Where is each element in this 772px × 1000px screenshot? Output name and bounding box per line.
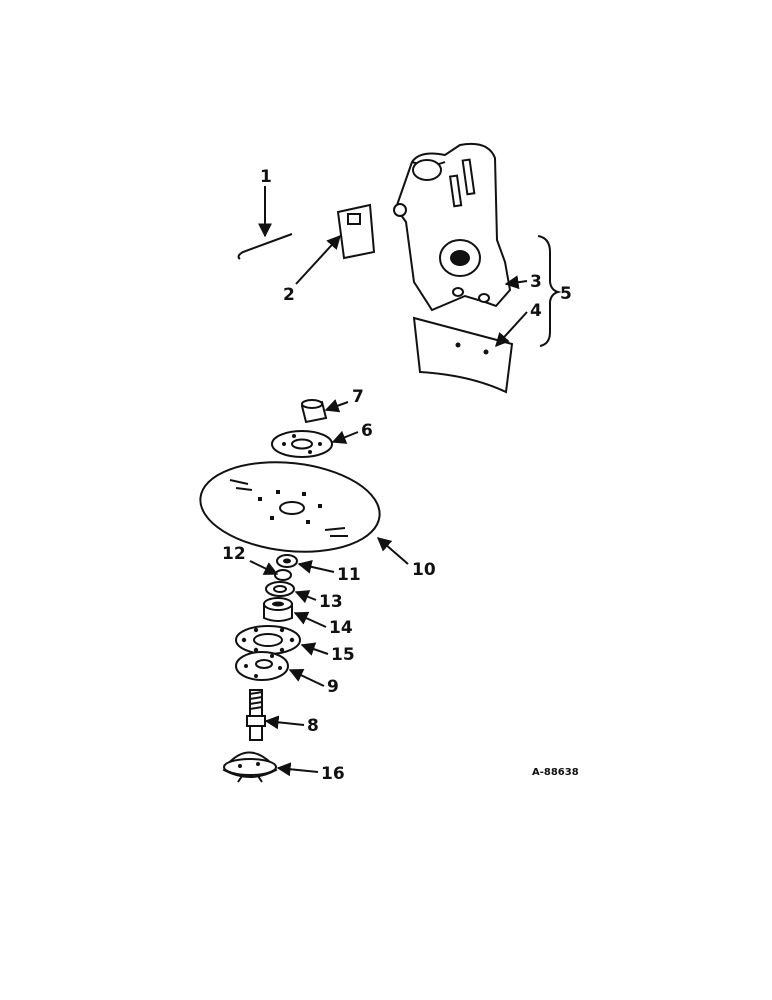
callout-9: 9 <box>327 677 339 697</box>
drawing-code: A-88638 <box>532 767 579 778</box>
callout-6: 6 <box>361 421 373 441</box>
part-9-hub-plate <box>235 651 289 681</box>
callout-4: 4 <box>530 301 542 321</box>
callout-11: 11 <box>337 565 361 585</box>
part-16-cap <box>222 751 278 783</box>
leader-lines <box>249 186 528 777</box>
part-4-blade <box>412 316 514 394</box>
assembly-5-brace <box>537 235 562 347</box>
callout-1: 1 <box>260 167 272 187</box>
callout-16: 16 <box>321 764 345 784</box>
part-11-washer <box>276 554 298 568</box>
part-6-flange <box>271 430 333 458</box>
callout-15: 15 <box>331 645 355 665</box>
callout-8: 8 <box>307 716 319 736</box>
part-13-seal <box>265 581 295 597</box>
callout-7: 7 <box>352 387 364 407</box>
part-1-hook-rod <box>237 233 293 260</box>
callout-2: 2 <box>283 285 295 305</box>
part-7-bushing <box>300 399 328 424</box>
callout-5: 5 <box>560 284 572 304</box>
callout-14: 14 <box>329 618 353 638</box>
part-8-spindle-bolt <box>246 689 266 741</box>
part-15-flange-plate <box>235 625 301 655</box>
part-12-ring <box>274 569 292 581</box>
callout-10: 10 <box>412 560 436 580</box>
part-3-housing <box>393 142 512 312</box>
callout-3: 3 <box>530 272 542 292</box>
part-2-plate <box>336 203 376 260</box>
part-10-disc <box>199 461 381 553</box>
callouts: 1 2 3 4 5 6 7 8 9 10 11 12 13 14 15 16 A… <box>222 167 579 784</box>
callout-13: 13 <box>319 592 343 612</box>
callout-12: 12 <box>222 544 246 564</box>
part-14-bearing <box>263 597 293 622</box>
